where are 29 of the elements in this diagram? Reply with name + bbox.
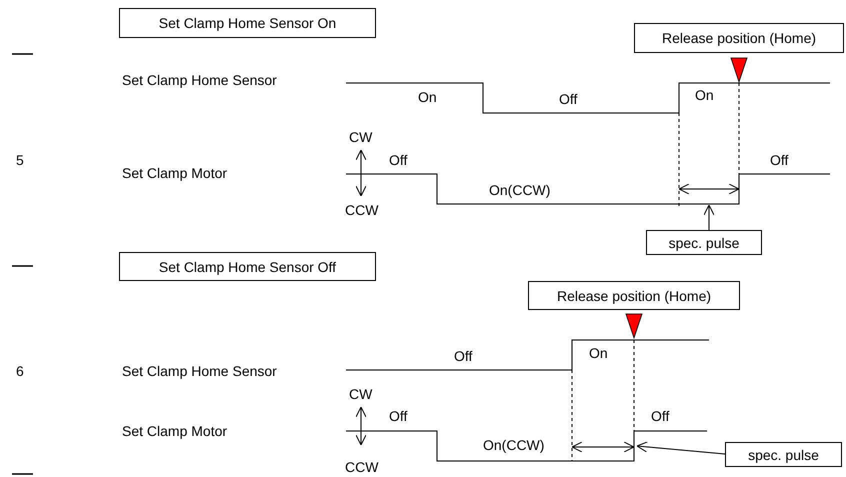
label-box: spec. pulse [725, 442, 842, 467]
signal-name: Set Clamp Home Sensor [122, 363, 277, 379]
leader-line [636, 441, 726, 454]
label-box: Release position (Home) [528, 281, 740, 310]
state-label: Off [389, 152, 408, 168]
signal-name: Set Clamp Motor [122, 423, 228, 439]
state-label: On(CCW) [483, 437, 544, 453]
state-label: Off [651, 408, 670, 424]
state-label: Off [770, 152, 788, 168]
direction-label: CW [349, 129, 372, 145]
label-box: Release position (Home) [634, 23, 844, 53]
direction-label: CW [349, 386, 372, 402]
state-label: On [418, 89, 437, 105]
state-label: Off [454, 348, 472, 364]
section-number: 5 [16, 152, 24, 168]
direction-label: CCW [345, 202, 378, 218]
signal-name: Set Clamp Motor [122, 165, 228, 181]
state-label: On [695, 87, 714, 103]
leader-line [704, 204, 714, 230]
label-box: Set Clamp Home Sensor On [119, 8, 376, 38]
label-box: Set Clamp Home Sensor Off [119, 252, 376, 281]
signal-name: Set Clamp Home Sensor [122, 72, 277, 88]
direction-label: CCW [345, 459, 378, 475]
state-label: On [589, 345, 608, 361]
label-box: spec. pulse [646, 230, 762, 255]
state-label: On(CCW) [489, 182, 550, 198]
state-label: Off [559, 91, 578, 107]
section-number: 6 [16, 363, 24, 379]
state-label: Off [389, 408, 408, 424]
